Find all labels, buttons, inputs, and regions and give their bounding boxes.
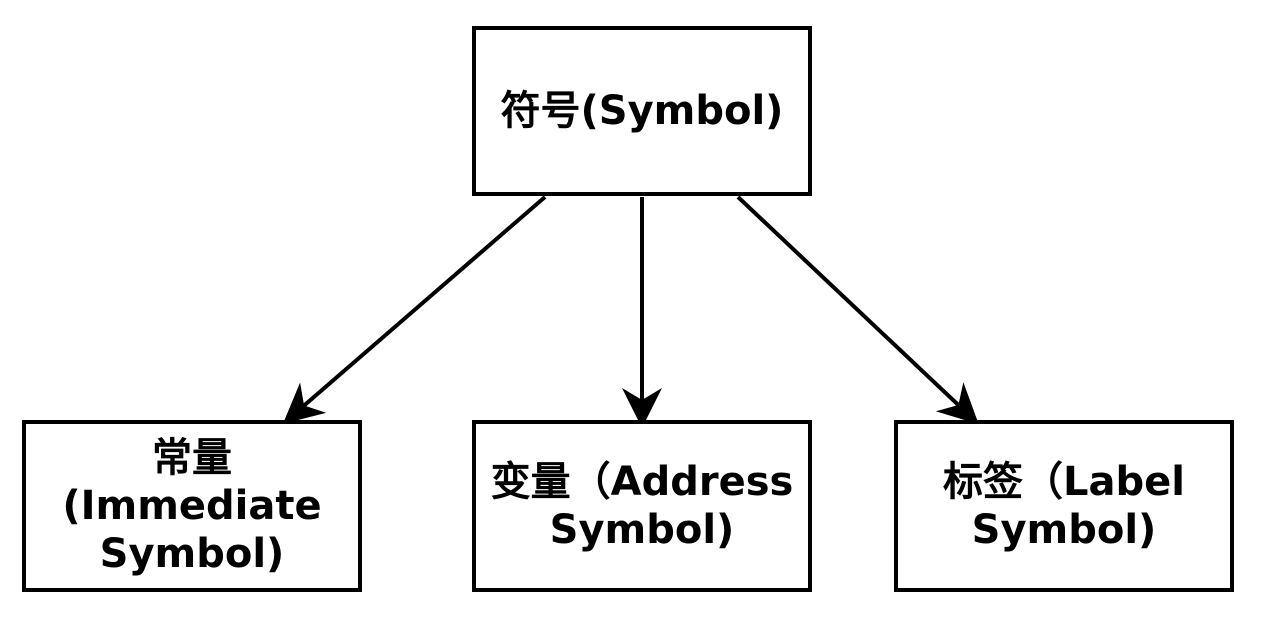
arrow-to-immediate bbox=[282, 195, 547, 424]
child-node-label: 变量（Address Symbol) bbox=[490, 459, 794, 553]
root-node-label: 符号(Symbol) bbox=[500, 88, 784, 134]
root-node-symbol: 符号(Symbol) bbox=[472, 26, 812, 196]
child-node-label: 标签（Label Symbol) bbox=[943, 459, 1185, 553]
child-node-label-symbol: 标签（Label Symbol) bbox=[894, 420, 1234, 592]
child-node-address-symbol: 变量（Address Symbol) bbox=[472, 420, 812, 592]
child-node-immediate-symbol: 常量 (Immediate Symbol) bbox=[22, 420, 362, 592]
child-node-label: 常量 (Immediate Symbol) bbox=[62, 435, 322, 577]
arrow-to-label bbox=[736, 195, 979, 425]
